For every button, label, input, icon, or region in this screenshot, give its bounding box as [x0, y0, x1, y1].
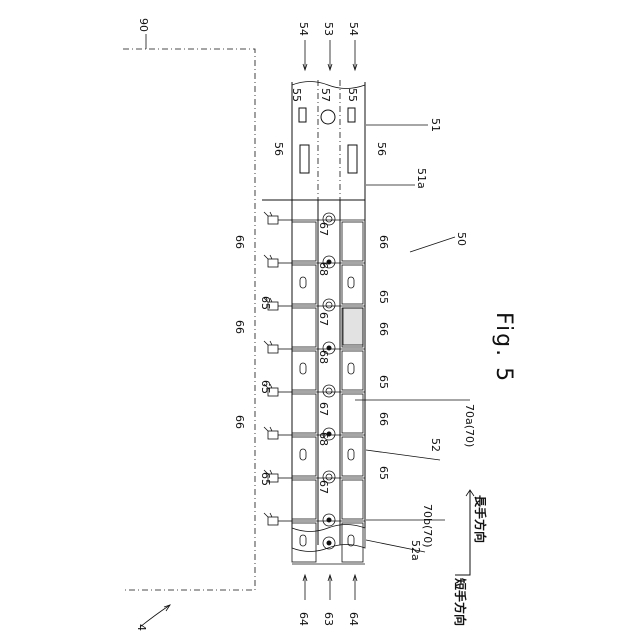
terminal-tab-lead — [264, 427, 272, 431]
terminal-tab — [268, 345, 278, 353]
label-66-c: 66 — [233, 320, 246, 334]
label-65-b: 65 — [377, 290, 390, 304]
cell-66-left — [292, 222, 316, 261]
label-70a: 70a(70) — [463, 404, 476, 447]
cell-66-right — [342, 523, 363, 562]
label-67-d: 67 — [317, 480, 330, 494]
label-66-e: 66 — [233, 415, 246, 429]
label-56-left: 56 — [272, 142, 285, 156]
label-65-d: 65 — [377, 375, 390, 389]
label-57: 57 — [319, 88, 332, 102]
slot-65-left — [300, 535, 306, 546]
label-64-bottom-left: 64 — [297, 612, 310, 626]
direction-indicator: 長手方向 短手方向 — [453, 490, 488, 626]
label-51a: 51a — [415, 168, 428, 189]
cell-66-left — [292, 351, 316, 390]
label-50: 50 — [455, 232, 468, 246]
label-53-top: 53 — [322, 22, 335, 36]
cell-66-right — [342, 351, 363, 390]
label-67-c: 67 — [317, 402, 330, 416]
terminal-tab-lead — [264, 255, 272, 259]
slot-65-left — [300, 277, 306, 288]
label-68-c: 68 — [317, 432, 330, 446]
shaded-cell-66 — [343, 308, 363, 345]
terminal-tab-lead — [264, 341, 272, 345]
label-64-bottom-right: 64 — [347, 612, 360, 626]
label-65-f: 65 — [377, 466, 390, 480]
cell-66-right — [342, 222, 363, 261]
slot-65-right — [348, 449, 354, 460]
direction-short-label: 短手方向 — [453, 578, 468, 626]
label-66-b: 66 — [377, 235, 390, 249]
screw-bottom-core — [327, 541, 332, 546]
cell-66-left — [292, 480, 316, 519]
slot-56-right — [348, 145, 357, 173]
label-67-a: 67 — [317, 222, 330, 236]
leader-lines — [140, 40, 470, 627]
slot-55-left — [299, 108, 306, 122]
label-66-f: 66 — [377, 412, 390, 426]
label-55-left: 55 — [290, 88, 303, 102]
label-65-e: 65 — [259, 472, 272, 486]
label-65-c: 65 — [259, 380, 272, 394]
label-66-d: 66 — [377, 322, 390, 336]
cell-66-right — [342, 480, 363, 519]
slot-65-right — [348, 277, 354, 288]
cell-66-left — [292, 437, 316, 476]
label-68-a: 68 — [317, 262, 330, 276]
label-56-right: 56 — [375, 142, 388, 156]
hole-57 — [321, 110, 335, 124]
slot-55-right — [348, 108, 355, 122]
label-68-b: 68 — [317, 350, 330, 364]
cell-66-right — [342, 265, 363, 304]
label-67-b: 67 — [317, 312, 330, 326]
heater-strip-52 — [292, 200, 365, 552]
terminal-tab-lead — [264, 212, 272, 216]
screw-67-inner — [326, 302, 332, 308]
screw-68-core — [327, 518, 332, 523]
figure-title: Fig. 5 — [491, 312, 516, 383]
slot-65-left — [300, 363, 306, 374]
terminal-tab — [268, 517, 278, 525]
label-66-a: 66 — [233, 235, 246, 249]
cell-66-right — [342, 437, 363, 476]
direction-long-label: 長手方向 — [473, 495, 488, 543]
label-52: 52 — [429, 438, 442, 452]
terminal-tab — [268, 431, 278, 439]
label-51: 51 — [429, 118, 442, 132]
label-90: 90 — [137, 18, 150, 32]
screw-67-inner — [326, 388, 332, 394]
label-63-bottom: 63 — [322, 612, 335, 626]
slot-65-right — [348, 363, 354, 374]
cell-66-left — [292, 265, 316, 304]
screw-67 — [323, 385, 335, 397]
label-4: 4 — [135, 624, 148, 631]
cell-66-left — [292, 394, 316, 433]
label-54-top-right: 54 — [347, 22, 360, 36]
cell-66-left — [292, 308, 316, 347]
terminal-tab-lead — [264, 513, 272, 517]
label-52a: 52a — [409, 540, 422, 561]
slot-65-left — [300, 449, 306, 460]
label-54-top-left: 54 — [297, 22, 310, 36]
label-55-right: 55 — [346, 88, 359, 102]
terminal-tab — [268, 216, 278, 224]
screw-67 — [323, 299, 335, 311]
slot-56-left — [300, 145, 309, 173]
terminal-tab — [268, 259, 278, 267]
label-65-a: 65 — [259, 296, 272, 310]
